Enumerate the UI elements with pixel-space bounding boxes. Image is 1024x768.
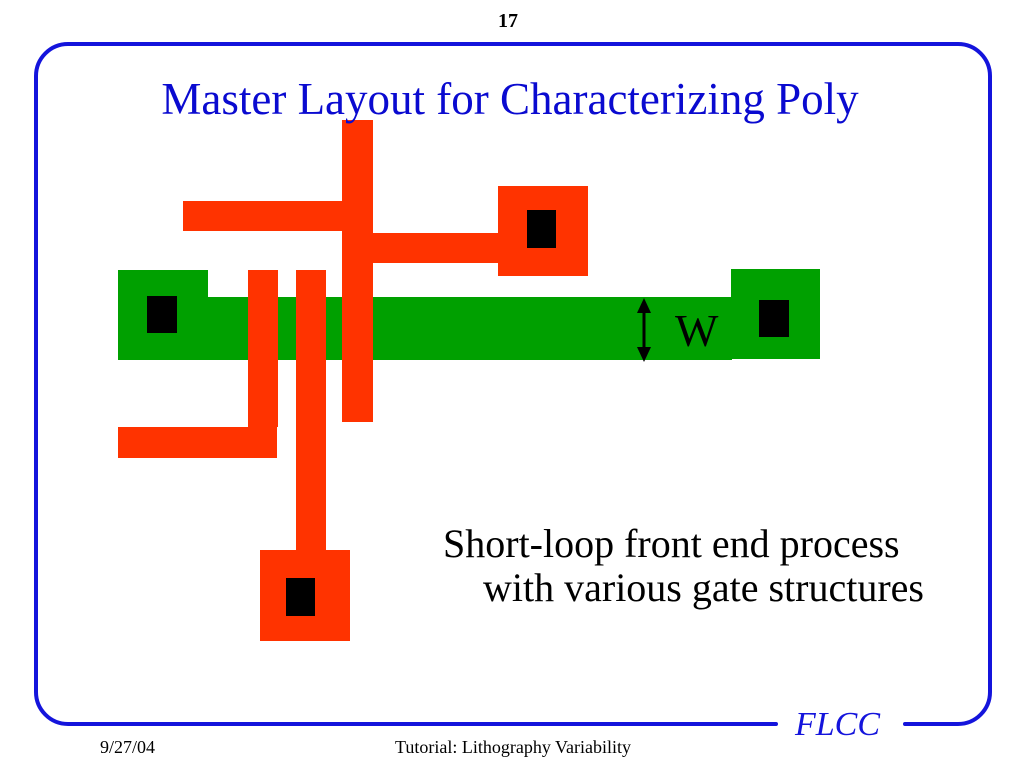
- active-region-bar: [118, 297, 732, 360]
- width-dimension-arrow: [637, 298, 651, 362]
- footer-title: Tutorial: Lithography Variability: [395, 737, 631, 757]
- footer-date: 9/27/04: [100, 737, 156, 757]
- poly-horizontal-line-top-left: [183, 201, 343, 231]
- poly-vertical-line-tall: [342, 120, 373, 422]
- width-dimension-label: W: [675, 305, 719, 356]
- contact-poly-bottom: [286, 578, 315, 616]
- contact-poly-top-right: [527, 210, 556, 248]
- slide-title: Master Layout for Characterizing Poly: [161, 74, 859, 124]
- logo-text: FLCC: [795, 706, 881, 743]
- slide-frame-border: [34, 42, 992, 726]
- poly-vertical-line-middle: [296, 270, 326, 551]
- body-text-line-1: Short-loop front end process: [443, 521, 900, 566]
- poly-vertical-line-left: [248, 270, 278, 427]
- contact-active-right: [759, 300, 789, 337]
- body-text-line-2: with various gate structures: [483, 565, 924, 610]
- page-number: 17: [498, 10, 518, 32]
- contact-active-left: [147, 296, 177, 333]
- poly-horizontal-line-bottom-left: [118, 427, 277, 458]
